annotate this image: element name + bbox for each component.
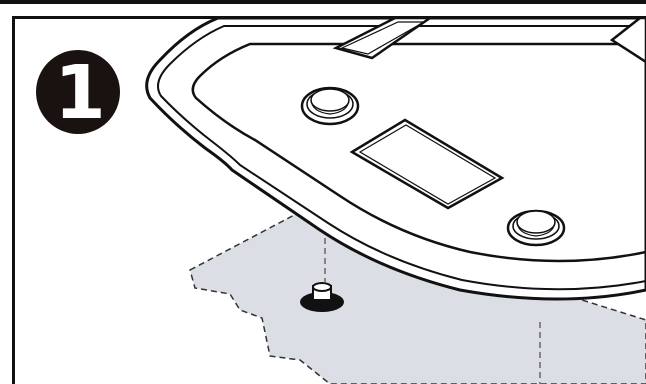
floor-mat-edge-line (157, 25, 646, 291)
top-border (0, 0, 646, 4)
mat-recess-top-right (609, 16, 646, 64)
mat-recess-top (332, 16, 435, 60)
step-number-label: 1 (54, 50, 106, 136)
mat-grommet-left-icon (300, 86, 360, 126)
mat-recess-middle (349, 118, 505, 210)
floor-stud-icon (300, 282, 344, 312)
mat-grommet-right-icon (506, 209, 566, 247)
step-badge-circle (36, 50, 120, 134)
floor-mat-inner-edge (191, 42, 646, 263)
floor-shaded-area (189, 211, 646, 384)
step-number-badge: 1 (36, 50, 120, 136)
left-frame-line (12, 18, 15, 384)
